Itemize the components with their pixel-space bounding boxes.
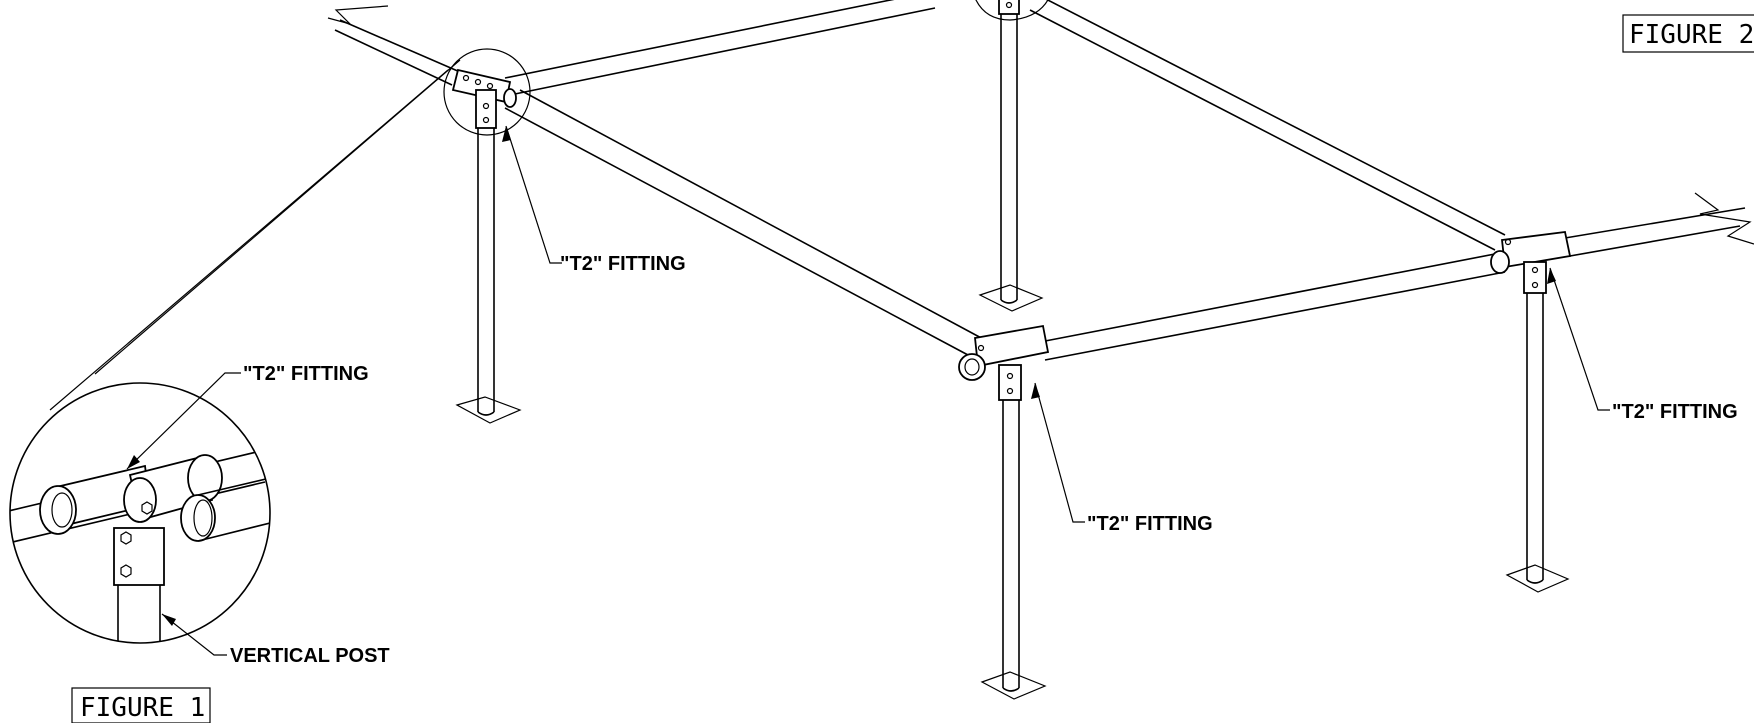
post-back-center [978,10,1044,312]
figure-1-box: FIGURE 1 [71,687,211,723]
pipe-left-extension [334,19,461,86]
pipe-front-left [504,89,986,356]
detail-view [9,382,271,644]
vertical-post-label: VERTICAL POST [230,645,390,667]
post-center [980,400,1047,700]
break-symbol-right [1694,192,1754,245]
base-plate [978,284,1044,312]
detail-circle [9,382,271,644]
t2-fitting-label-top-left: "T2" FITTING [560,253,686,275]
break-symbol-left [327,5,389,26]
pipe-right-extension [1564,207,1746,257]
pipe-back-left [504,0,936,96]
leader-lines [49,59,1610,656]
post-top-left [455,125,522,424]
t2-fitting-top-left [443,48,531,136]
base-plate [980,671,1047,700]
t2-fitting-right [1490,231,1572,294]
post-right [1505,292,1570,593]
figure-2-box: FIGURE 2 [1622,14,1754,53]
vertical-posts [455,10,1570,700]
t2-fitting-center [958,324,1050,401]
base-plate [455,396,522,424]
base-plate [1505,564,1570,593]
figure-2-label: FIGURE 2 [1629,20,1754,50]
horizontal-pipes [327,0,1754,361]
t2-fitting-label-detail: "T2" FITTING [243,363,369,385]
t2-fitting-label-right: "T2" FITTING [1612,401,1738,423]
t2-fitting-label-center: "T2" FITTING [1087,513,1213,535]
detail-callout-circle [443,48,531,136]
pipe-front-right [1039,252,1506,361]
fittings [443,0,1572,401]
pipe-back-right [1029,0,1506,251]
figure-1-label: FIGURE 1 [80,693,205,723]
fitting-back-center [975,0,1049,21]
